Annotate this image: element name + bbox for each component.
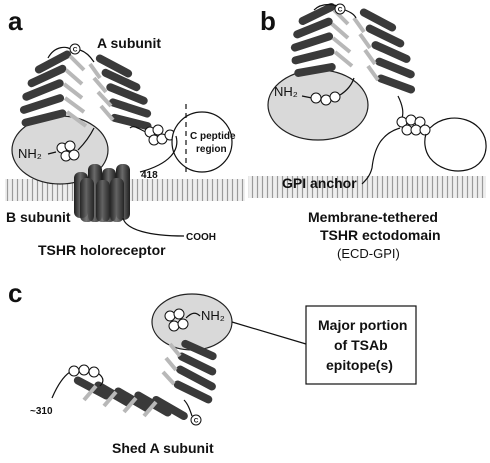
lrr-right-arm [352, 8, 416, 94]
cooh-label: COOH [186, 232, 216, 243]
panel-b-caption-line2: TSHR ectodomain [320, 227, 441, 243]
cysteine-label: C [338, 7, 343, 14]
panel-c-caption: Shed A subunit [112, 440, 214, 456]
hinge-cysteine-cluster [361, 95, 487, 185]
panel-a-caption: TSHR holoreceptor [38, 242, 166, 258]
panel-c-letter: c [8, 278, 22, 308]
cysteine-cluster-nh2 [164, 308, 201, 332]
epitope-pointer-line [231, 321, 307, 345]
residue-418-label: 418 [141, 170, 158, 181]
epitope-line2: of TSAb [334, 337, 388, 353]
cysteine-cluster-top: C [47, 43, 95, 63]
b-subunit-transmembrane [74, 164, 185, 237]
cysteine-cluster-top: C [313, 3, 357, 19]
cysteine-cluster-nh2 [301, 77, 355, 106]
cysteine-label: C [73, 47, 78, 54]
epitope-line1: Major portion [318, 317, 407, 333]
nh2-label-a: NH₂ [18, 146, 42, 161]
a-subunit-label: A subunit [97, 35, 161, 51]
cysteine-cluster-c-terminal: C [51, 364, 202, 426]
c-peptide-label-line1: C peptide [190, 131, 236, 142]
nh2-label-b: NH₂ [274, 84, 298, 99]
residue-310-label: ~310 [30, 406, 53, 417]
panel-b: b C [248, 2, 487, 261]
gpi-anchor-label: GPI anchor [282, 175, 357, 191]
lrr-right-arm [88, 54, 152, 131]
lrr-left-arm [290, 2, 354, 77]
c-peptide-loop [424, 117, 487, 172]
membrane-bilayer [248, 176, 486, 198]
gpi-tether [361, 127, 401, 185]
c-peptide-label-line2: region [196, 144, 227, 155]
lrr-upper-arm [161, 339, 217, 404]
lrr-left-arm [19, 50, 88, 128]
epitope-callout-box [305, 305, 417, 385]
cysteine-label: C [194, 418, 199, 425]
panel-b-caption-line1: Membrane-tethered [308, 209, 438, 225]
cysteine-cluster-nh2 [47, 127, 95, 162]
panel-b-caption-line3: (ECD-GPI) [337, 246, 400, 261]
lrr-lower-arm [73, 376, 188, 420]
nh2-label-c: NH₂ [201, 308, 225, 323]
c-peptide-circle [171, 111, 233, 173]
b-subunit-label: B subunit [6, 209, 71, 225]
panel-b-letter: b [260, 6, 276, 36]
panel-c: c NH₂ [8, 278, 417, 456]
panel-a: a [5, 6, 245, 258]
c-peptide-region: C peptide region [129, 104, 236, 176]
panel-a-letter: a [8, 6, 23, 36]
epitope-line3: epitope(s) [326, 357, 393, 373]
